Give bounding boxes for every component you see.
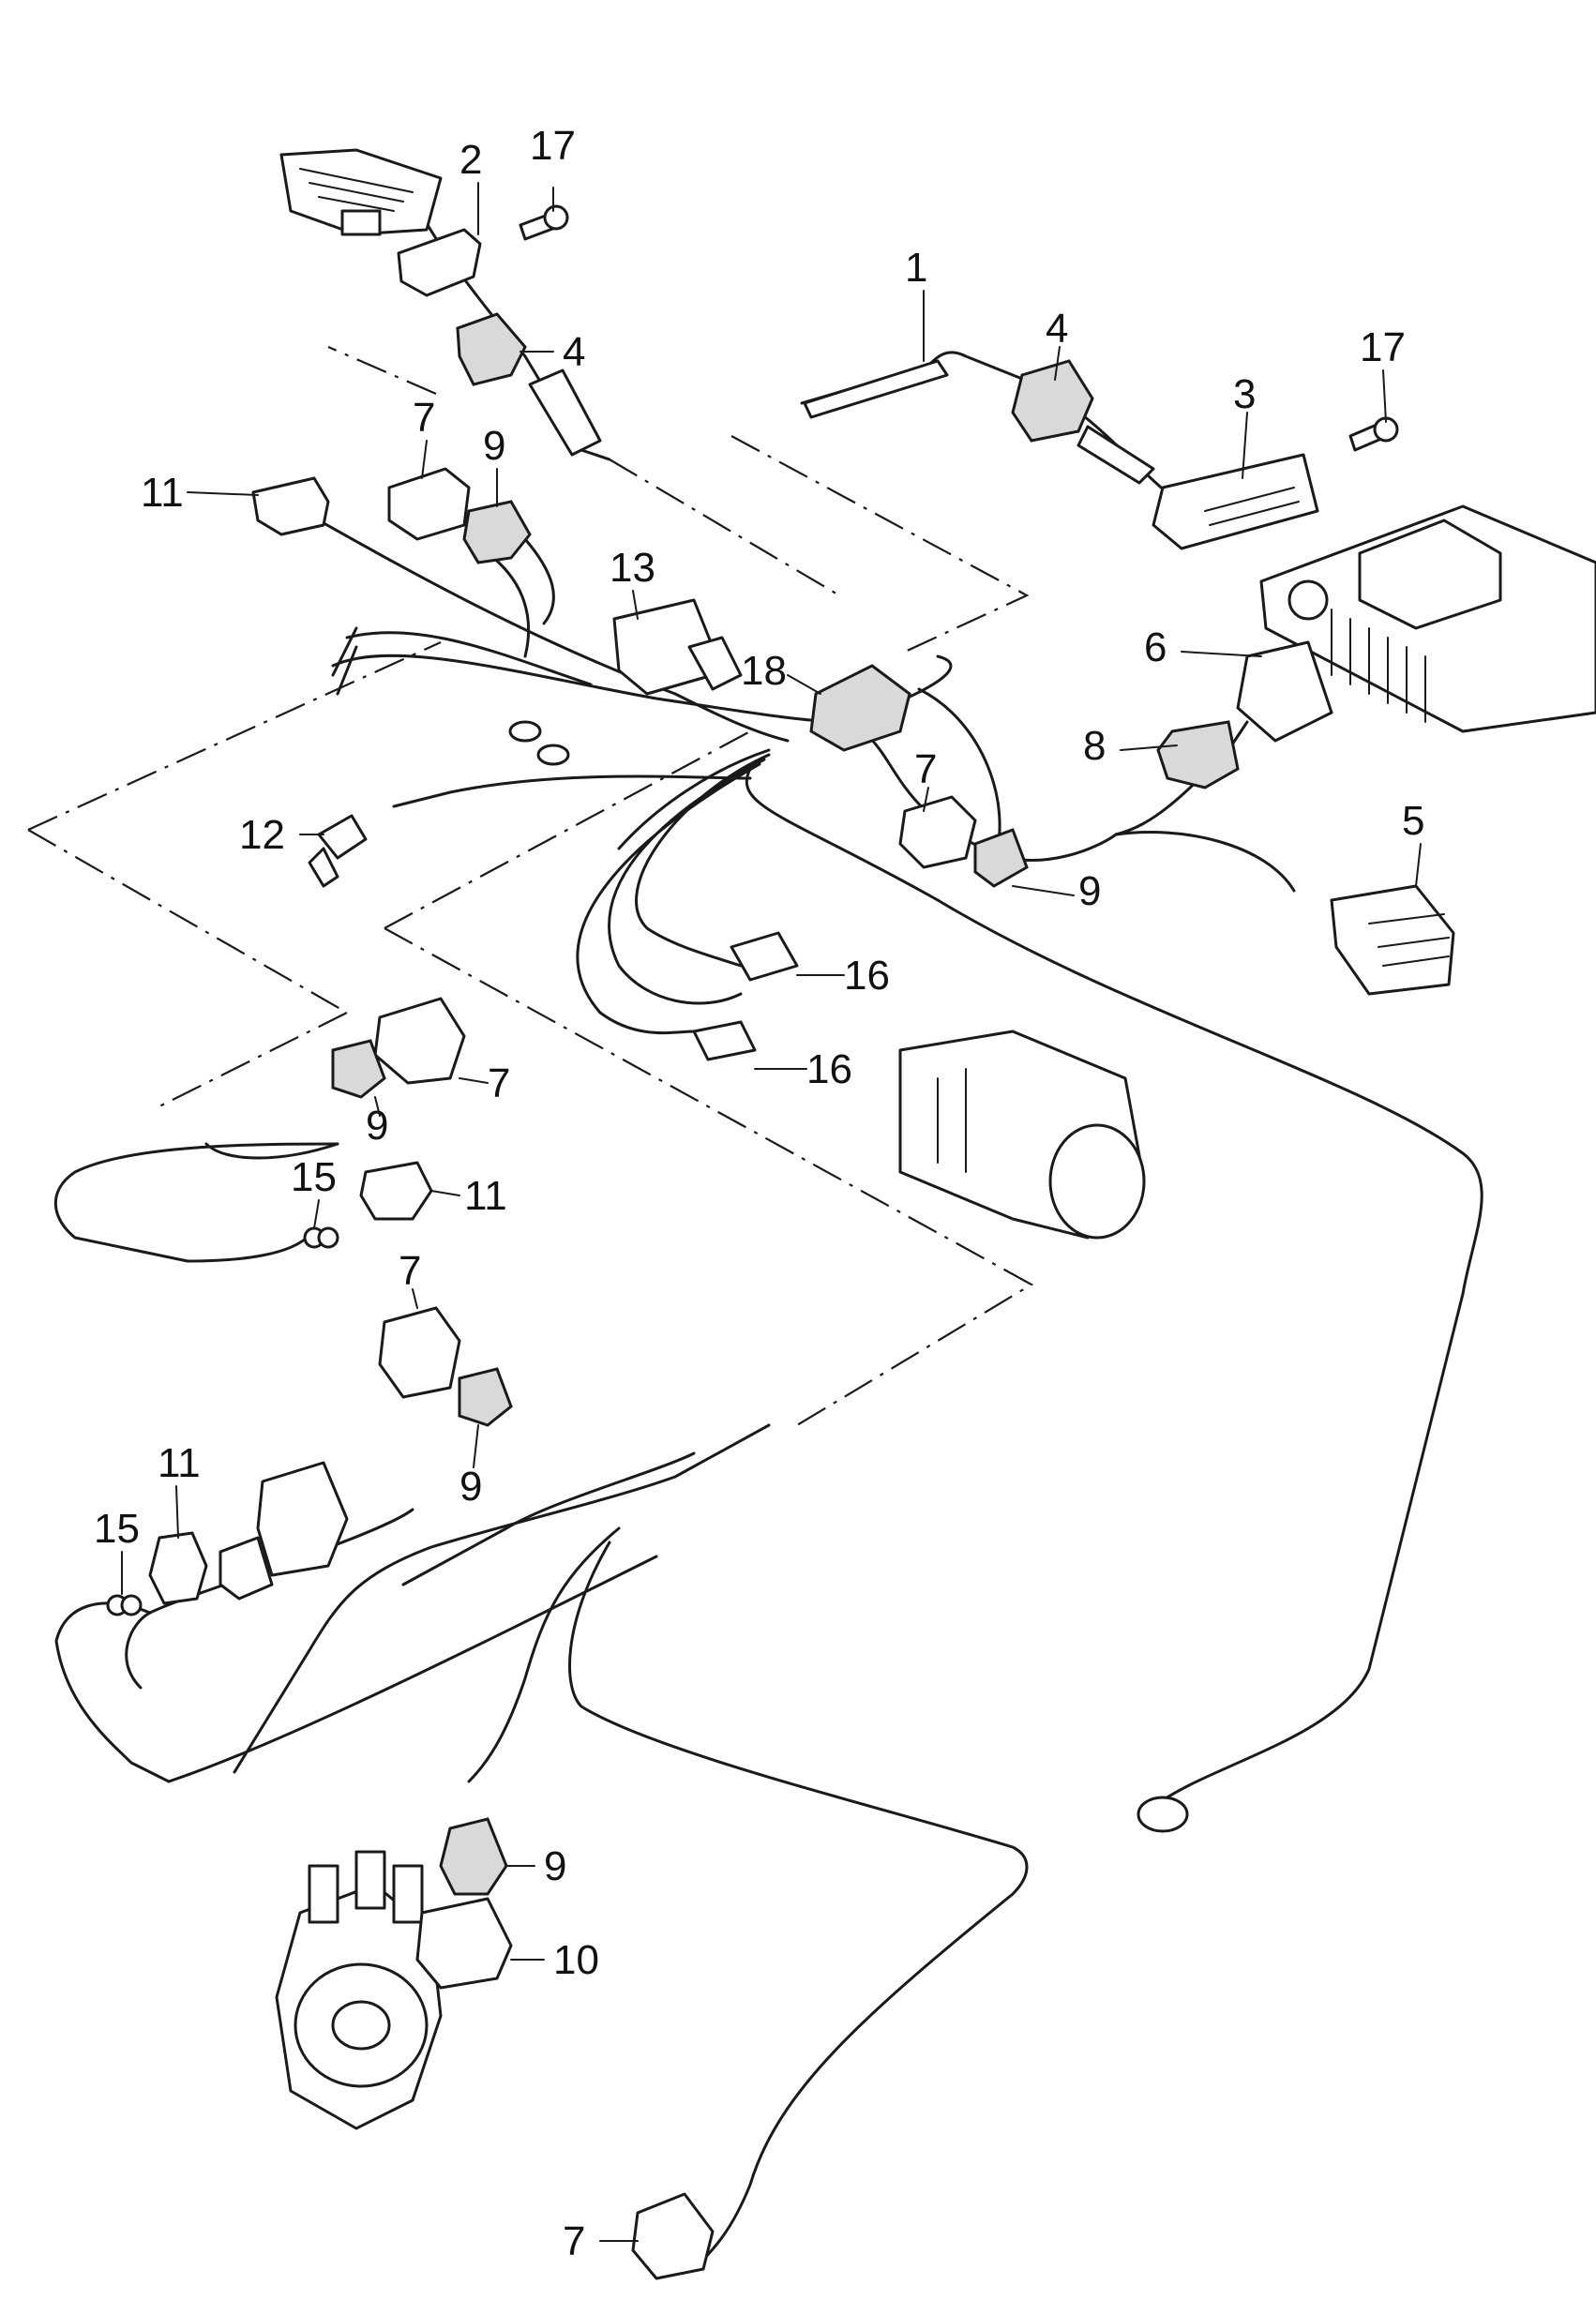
distributor [275, 1850, 443, 2130]
connector-13 [612, 598, 743, 696]
callout-5: 5 [1402, 798, 1424, 844]
callout-7-lower: 7 [399, 1248, 421, 1294]
connector-10 [415, 1897, 513, 1990]
callout-4-left: 4 [563, 329, 585, 375]
ring-terminal-right [1137, 1796, 1189, 1833]
callout-18: 18 [741, 648, 787, 694]
sensor-12 [308, 814, 368, 888]
boot-4-left [456, 312, 602, 457]
callout-11-top: 11 [141, 470, 184, 516]
callout-1: 1 [905, 245, 927, 291]
part-control-unit-top-left [279, 148, 443, 236]
callout-2: 2 [459, 137, 482, 183]
section-boundaries [27, 345, 1034, 1426]
screw-17-right-icon [1348, 416, 1399, 452]
callout-11-middle: 11 [464, 1173, 507, 1219]
connector-11-top [251, 476, 330, 536]
connector-5 [1330, 884, 1455, 996]
callout-4-right: 4 [1046, 306, 1068, 352]
part-control-box-right [1259, 504, 1596, 733]
callout-9-left: 9 [366, 1103, 388, 1149]
callout-16-lower: 16 [806, 1046, 852, 1092]
callout-7-top: 7 [413, 395, 435, 441]
callout-9-lower-mid: 9 [459, 1464, 482, 1510]
callout-17-left: 17 [530, 123, 576, 169]
callout-7-left: 7 [488, 1060, 510, 1106]
callout-9-bottom: 9 [544, 1843, 566, 1889]
grommet-18 [809, 664, 911, 752]
callout-7-bottom: 7 [563, 2218, 585, 2264]
part-connector-2 [397, 228, 482, 297]
callout-7-middle: 7 [914, 746, 937, 792]
callout-11-lower: 11 [158, 1440, 201, 1486]
callout-15-middle: 15 [291, 1154, 337, 1200]
leader-lines [121, 182, 1422, 2242]
callout-8: 8 [1083, 723, 1106, 769]
spade-terminals-16 [692, 931, 799, 1061]
callout-13: 13 [610, 545, 655, 591]
callout-17-right: 17 [1360, 324, 1406, 370]
callout-9-middle: 9 [1078, 868, 1101, 914]
connector-7-lower [378, 1306, 513, 1427]
callout-3: 3 [1233, 371, 1256, 417]
callout-12: 12 [239, 812, 285, 858]
connector-7-left [331, 997, 466, 1099]
callout-9-top: 9 [483, 423, 505, 469]
ignition-coil [898, 1030, 1146, 1240]
connector-7-top [387, 467, 471, 541]
screw-17-left-icon [519, 204, 569, 241]
boot-9-top [462, 500, 532, 564]
connector-7-middle [898, 795, 1029, 888]
part-cable-1-with-plug-3 [803, 359, 1319, 550]
connector-11-middle [303, 1161, 433, 1249]
ring-terminals [508, 720, 570, 766]
callout-16-upper: 16 [844, 953, 890, 999]
connector-11-lower [106, 1531, 208, 1616]
callout-10: 10 [553, 1937, 599, 1983]
callout-15-lower: 15 [94, 1506, 140, 1552]
connector-7-bottom [631, 2192, 715, 2280]
callout-labels: 2 17 4 1 4 3 17 6 8 5 11 7 9 13 18 7 9 1… [94, 123, 1424, 2264]
callout-6: 6 [1144, 624, 1167, 670]
sensor-lower-left [218, 1461, 349, 1601]
connector-6-8-assembly [1156, 640, 1333, 789]
boot-9-lower [439, 1817, 508, 1896]
